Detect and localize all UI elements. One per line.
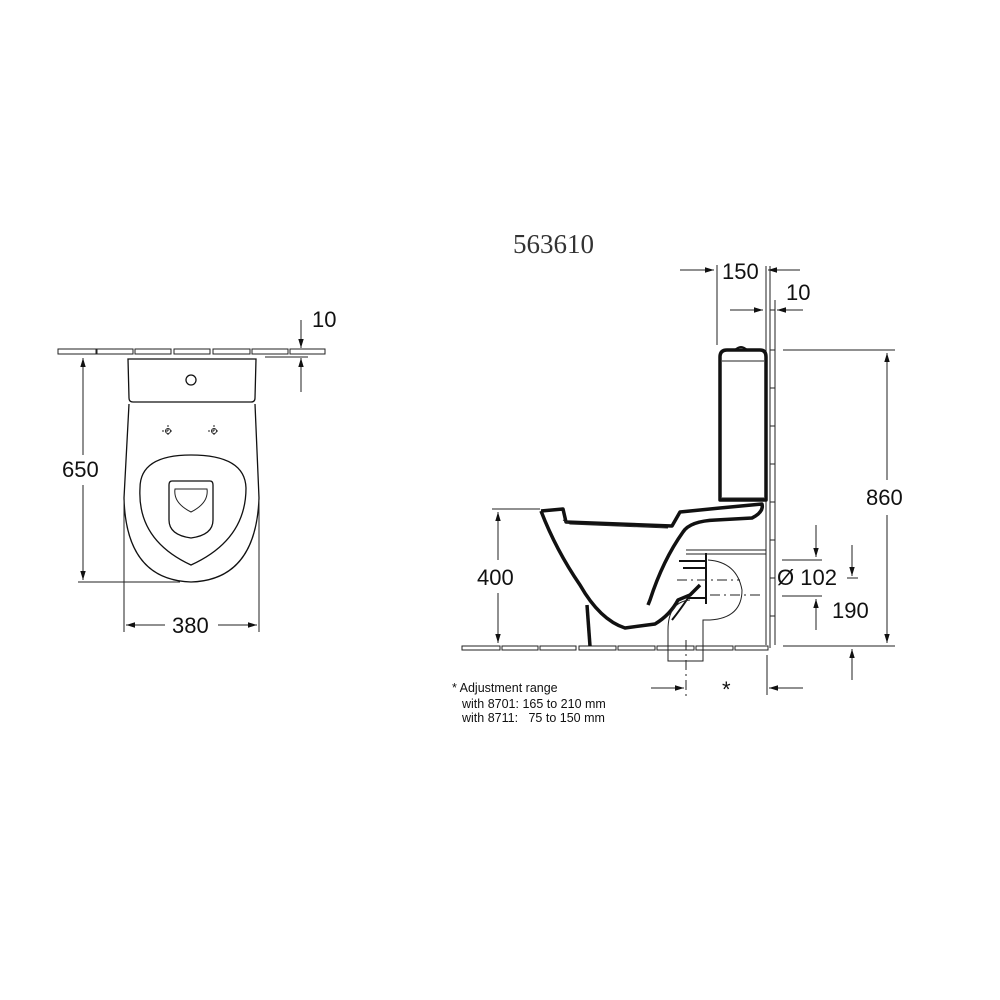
adjustment-notes: * Adjustment range with 8701: 165 to 210… xyxy=(452,681,606,725)
side-wall-gap-label: 10 xyxy=(786,280,810,305)
tank-depth-label: 150 xyxy=(722,259,759,284)
plan-width-label: 380 xyxy=(172,613,209,638)
outlet-height-label: 190 xyxy=(832,598,869,623)
plan-depth-label: 650 xyxy=(62,457,99,482)
hinge-marks xyxy=(162,425,220,437)
seat-outline xyxy=(139,454,247,566)
side-view: 150 10 860 400 Ø 102 190 * xyxy=(461,259,903,702)
plan-view: 10 650 380 xyxy=(57,307,336,638)
seat-height-label: 400 xyxy=(477,565,514,590)
note-line-3: with 8711: 75 to 150 mm xyxy=(461,711,605,725)
drawing-title: 563610 xyxy=(513,229,594,259)
bowl-outline xyxy=(123,403,260,583)
adjustment-marker: * xyxy=(722,677,731,702)
inner-bowl xyxy=(168,480,214,539)
outlet-diameter-label: Ø 102 xyxy=(777,565,837,590)
tank-outline xyxy=(127,358,257,403)
outlet-pipe xyxy=(667,559,743,662)
wall xyxy=(765,266,776,648)
note-line-2: with 8701: 165 to 210 mm xyxy=(461,697,606,711)
wall-strip xyxy=(57,348,326,355)
cistern xyxy=(718,348,768,502)
flush-button xyxy=(185,374,197,386)
floor xyxy=(461,645,769,651)
total-height-label: 860 xyxy=(866,485,903,510)
plan-wall-gap-label: 10 xyxy=(312,307,336,332)
toilet-bowl xyxy=(540,502,765,606)
note-line-1: * Adjustment range xyxy=(452,681,558,695)
